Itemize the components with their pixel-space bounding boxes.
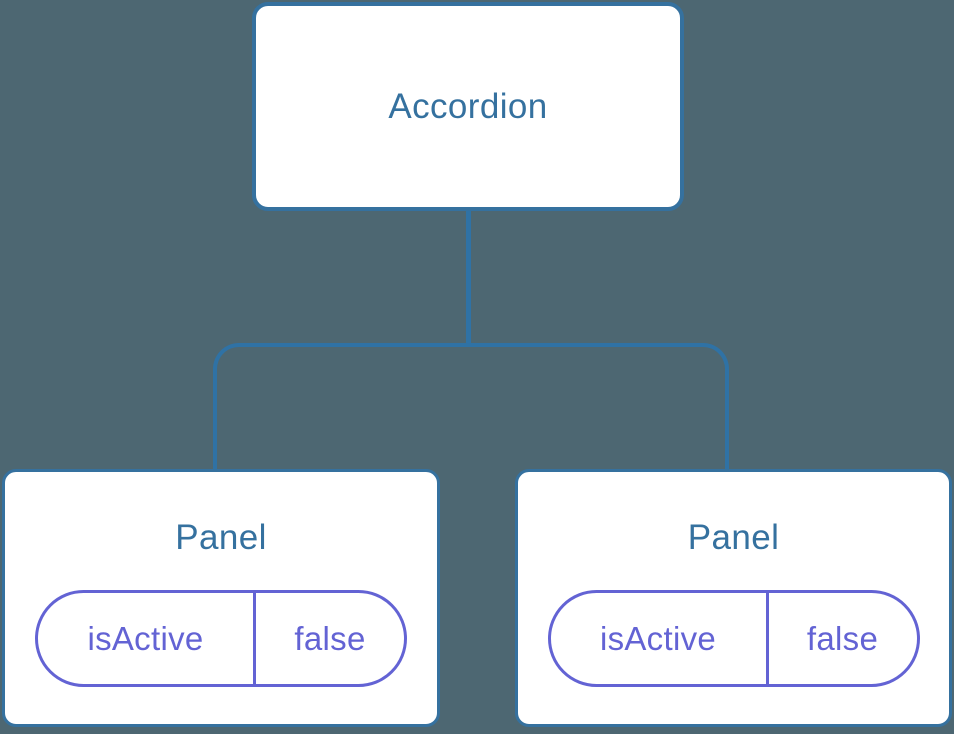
state-key-label: isActive: [551, 593, 769, 684]
state-key-label: isActive: [38, 593, 256, 684]
component-label-panel-left: Panel: [175, 518, 267, 557]
state-pill-right: isActive false: [547, 590, 920, 687]
tree-connector-stem: [466, 211, 471, 347]
tree-connector-bracket: [213, 343, 729, 470]
component-node-accordion: Accordion: [252, 2, 684, 211]
component-node-panel-left: Panel isActive false: [2, 469, 440, 727]
state-pill-left: isActive false: [35, 590, 407, 687]
component-label-accordion: Accordion: [388, 86, 548, 126]
component-label-panel-right: Panel: [687, 518, 780, 557]
component-node-panel-right: Panel isActive false: [515, 469, 952, 727]
state-value-label: false: [294, 619, 366, 657]
state-value-label: false: [806, 619, 879, 657]
